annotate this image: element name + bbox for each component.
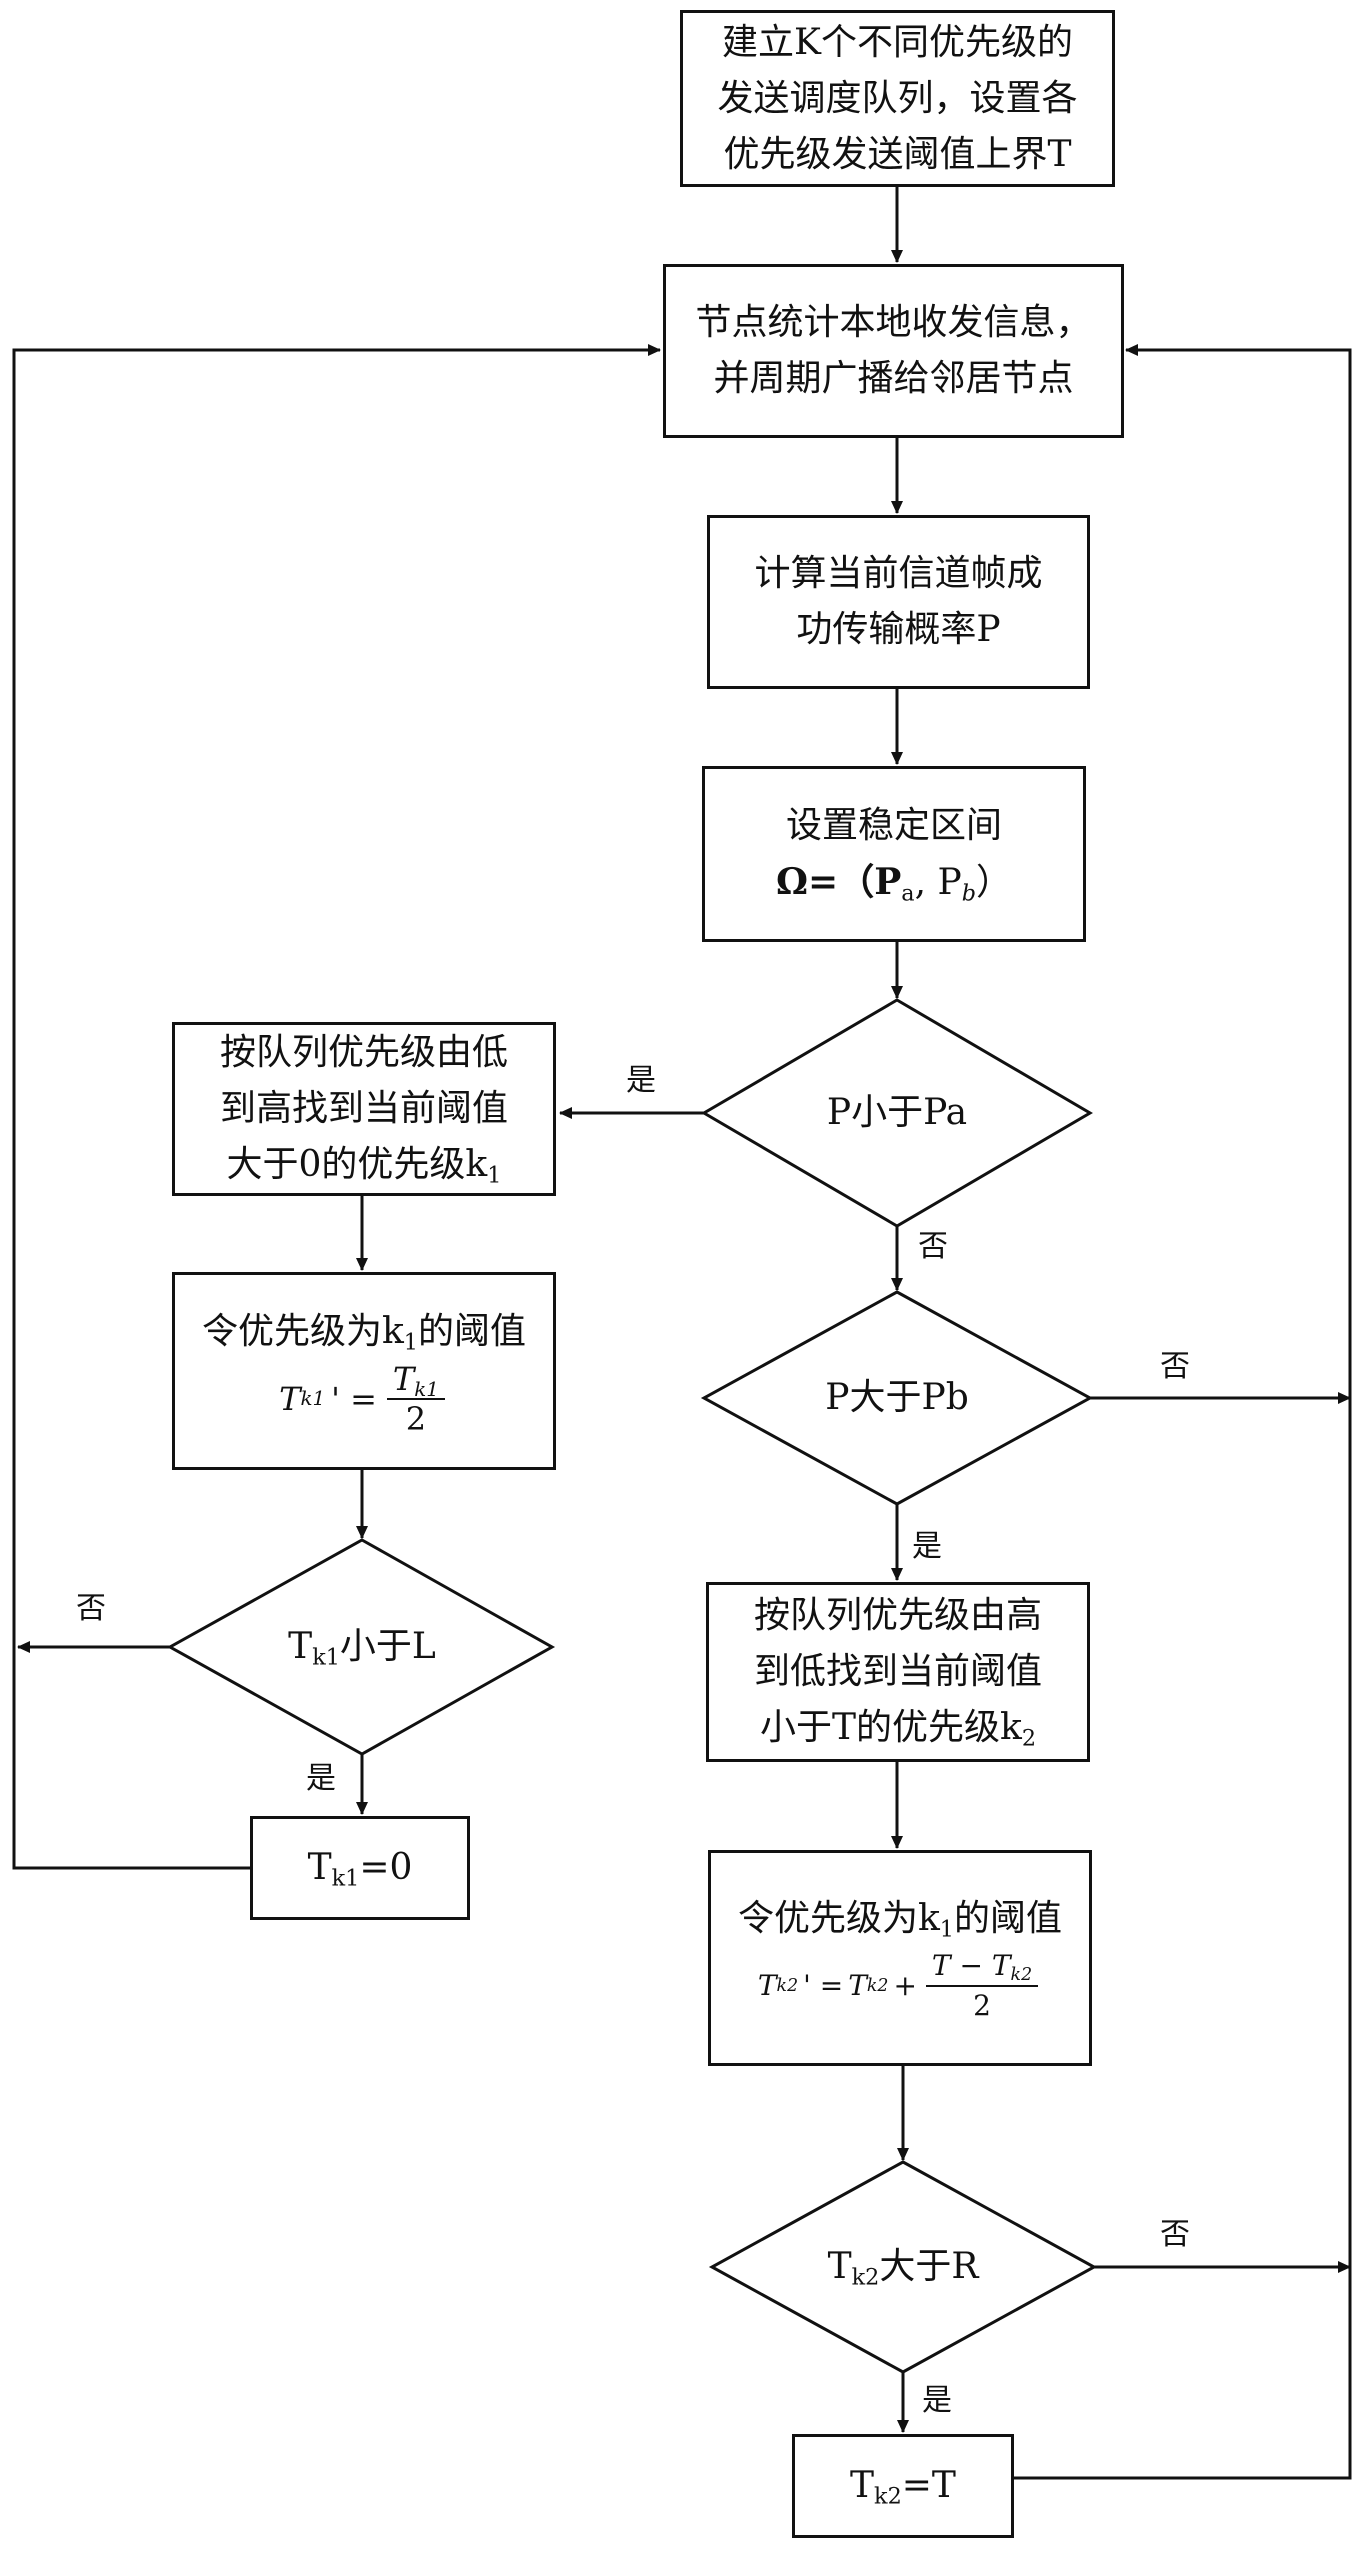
edge-loop-right [1014,344,1352,2480]
node-p-less-pa: P小于Pa [826,1092,968,1133]
node-find-low-line3: 大于0的优先级k1 [226,1144,502,1189]
node-find-low-line1: 按队列优先级由低 [219,1032,508,1073]
node-interval: 设置稳定区间 Ω=（Pa, Pb） [702,766,1086,942]
node-tk2-more-r: Tk2大于R [827,2246,979,2291]
edge-label-no-tk2: 否 [1160,2217,1190,2252]
node-tk2-t: Tk2=T [792,2434,1014,2538]
edge-label-yes-pb: 是 [912,1529,942,1564]
node-calc: 计算当前信道帧成 功传输概率P [707,515,1090,689]
node-init: 建立K个不同优先级的 发送调度队列，设置各 优先级发送阈值上界T [680,10,1115,187]
node-stats-line1: 节点统计本地收发信息， [695,302,1092,343]
edge-label-yes-tk2: 是 [922,2383,952,2418]
edge-loop-left [12,344,661,1870]
node-interval-line2: Ω=（Pa, Pb） [775,860,1012,907]
node-init-line3: 优先级发送阈值上界T [723,133,1072,175]
node-half-line1: 令优先级为k1的阈值 [201,1311,527,1356]
node-calc-line1: 计算当前信道帧成 [754,553,1043,594]
node-find-high: 按队列优先级由高 到低找到当前阈值 小于T的优先级k2 [706,1582,1090,1762]
node-find-low: 按队列优先级由低 到高找到当前阈值 大于0的优先级k1 [172,1022,556,1196]
node-p-more-pb: P大于Pb [825,1377,969,1418]
half-fraction: Tk1 2 [386,1360,445,1438]
node-tk1-zero: Tk1=0 [250,1816,470,1920]
node-find-low-line2: 到高找到当前阈值 [219,1088,508,1129]
node-find-high-line3: 小于T的优先级k2 [759,1707,1037,1752]
node-tk1-less-l: Tk1小于L [288,1626,436,1671]
raise-fraction: T − Tk2 2 [925,1947,1039,2025]
node-raise-line1: 令优先级为k1的阈值 [737,1898,1063,1943]
node-find-high-line1: 按队列优先级由高 [753,1595,1042,1636]
node-interval-line1: 设置稳定区间 [785,804,1002,846]
edge-label-no-pa: 否 [918,1229,948,1264]
edge-label-yes-pa: 是 [626,1063,656,1098]
node-find-high-line2: 到低找到当前阈值 [753,1651,1042,1692]
node-stats: 节点统计本地收发信息， 并周期广播给邻居节点 [663,264,1124,438]
node-stats-line2: 并周期广播给邻居节点 [713,358,1074,399]
edge-label-no-pb: 否 [1160,1349,1190,1384]
node-init-line1: 建立K个不同优先级的 [722,21,1073,63]
node-calc-line2: 功传输概率P [796,609,1001,650]
edge-label-yes-tk1: 是 [306,1761,336,1796]
node-init-line2: 发送调度队列，设置各 [717,77,1078,119]
edge-label-no-tk1: 否 [76,1591,106,1626]
